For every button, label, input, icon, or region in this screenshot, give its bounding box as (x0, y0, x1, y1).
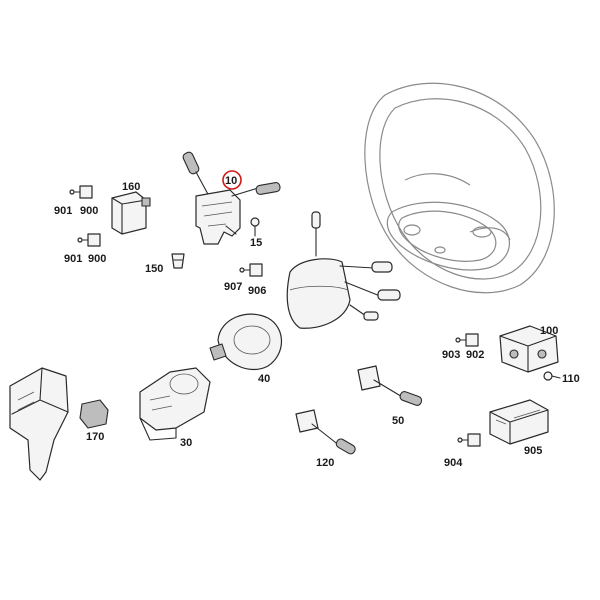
callout-50[interactable]: 30 (180, 437, 192, 449)
part-ignition-module[interactable] (9, 367, 69, 481)
part-20-lever-switch[interactable] (357, 365, 423, 406)
callout-903[interactable]: 903 (442, 349, 460, 361)
callout-170[interactable]: 170 (86, 431, 104, 443)
part-50-sensor-housing[interactable] (139, 367, 211, 441)
highlight-ring (222, 170, 242, 190)
callout-907[interactable]: 907 (224, 281, 242, 293)
part-160-control-unit[interactable] (111, 191, 151, 235)
callout-900-lower[interactable]: 900 (88, 253, 106, 265)
callout-901-upper[interactable]: 901 (54, 205, 72, 217)
part-100-switch-block[interactable] (499, 325, 559, 373)
callout-120[interactable]: 905 (524, 445, 542, 457)
callout-30[interactable]: 120 (316, 457, 334, 469)
part-902-903-connector[interactable] (455, 333, 479, 347)
steering-wheel (364, 82, 555, 294)
callout-160[interactable]: 160 (122, 181, 140, 193)
callout-20[interactable]: 50 (392, 415, 404, 427)
part-170-connector[interactable] (79, 399, 109, 429)
part-110-screw[interactable] (543, 371, 561, 381)
part-15-screw[interactable] (250, 217, 260, 237)
part-10-combination-switch[interactable] (182, 151, 281, 245)
callout-100[interactable]: 100 (540, 325, 558, 337)
callout-150[interactable]: 150 (145, 263, 163, 275)
part-900-901-connector-upper[interactable] (69, 185, 93, 199)
callout-10[interactable]: 10 (225, 175, 237, 187)
part-906-907-connector[interactable] (239, 263, 263, 277)
part-30-lever-switch[interactable] (295, 409, 357, 455)
part-150-clip[interactable] (171, 253, 185, 269)
callout-901-lower[interactable]: 901 (64, 253, 82, 265)
callout-110[interactable]: 110 (562, 373, 580, 385)
callout-905[interactable]: 904 (444, 457, 463, 469)
part-900-901-connector-lower[interactable] (77, 233, 101, 247)
callout-906[interactable]: 906 (248, 285, 266, 297)
callout-900-upper[interactable]: 900 (80, 205, 98, 217)
part-40-clock-spring[interactable] (209, 313, 282, 371)
part-column-switch-assembly[interactable] (286, 211, 401, 329)
callout-902[interactable]: 902 (466, 349, 484, 361)
part-120-switch-block[interactable] (489, 399, 549, 445)
part-904-905-connector[interactable] (457, 433, 481, 447)
callout-15[interactable]: 15 (250, 237, 262, 249)
callout-40[interactable]: 40 (258, 373, 270, 385)
